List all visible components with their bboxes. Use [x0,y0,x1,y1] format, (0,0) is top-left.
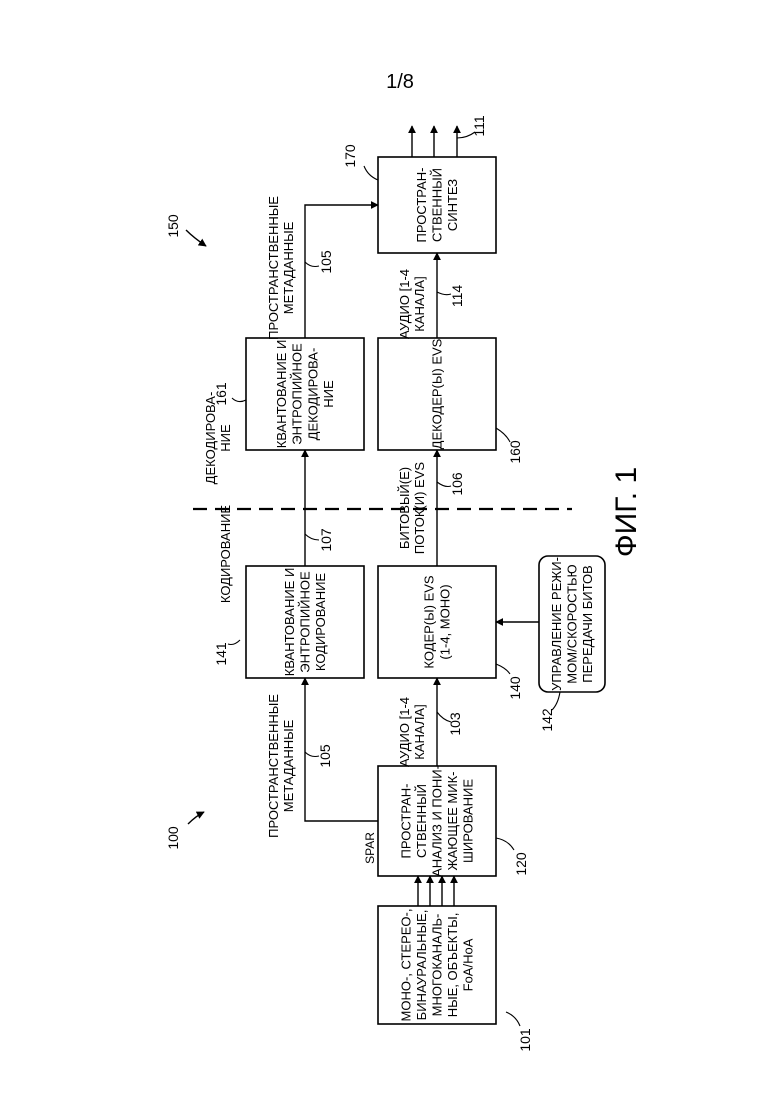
s105b-line-2: МЕТАДАННЫЕ [281,221,296,314]
leader-141 [228,640,240,645]
signal-114-label: АУДИО [1-4КАНАЛА] [397,269,427,339]
sec-dec-line-2: НИЕ [218,424,233,452]
b120-line-5: ШИРОВАНИЕ [461,779,476,863]
ref-141: 141 [213,642,229,666]
ref-105a: 105 [317,744,333,768]
leader-101 [506,1012,520,1026]
b140-line-1: КОДЕР(Ы) EVS [422,575,437,669]
b170-line-3: СИНТЕЗ [445,179,460,231]
signal-105a-label: ПРОСТРАНСТВЕННЫЕМЕТАДАННЫЕ [266,694,296,838]
leader-142 [552,692,560,710]
page-number: 1/8 [386,71,414,93]
ref-142: 142 [539,708,555,732]
leader-161 [232,398,246,402]
leader-170 [364,166,378,180]
signal-105b-label: ПРОСТРАНСТВЕННЫЕМЕТАДАННЫЕ [266,196,296,340]
b101-line-5: FoA/HoA [461,938,476,991]
s114-line-2: КАНАЛА] [412,276,427,331]
ref-161: 161 [213,382,229,406]
arrow-120-141-metadata [305,678,378,821]
b141-line-2: ЭНТРОПИЙНОЕ [298,571,313,673]
leader-140 [496,664,510,674]
b141-line-3: КОДИРОВАНИЕ [313,573,328,672]
leader-107 [305,534,319,540]
s103-line-2: КАНАЛА] [412,704,427,759]
ref-170: 170 [342,144,358,168]
s106-line-2: ПОТОК(И) EVS [412,462,427,554]
block-141-text: КВАНТОВАНИЕ ИЭНТРОПИЙНОЕКОДИРОВАНИЕ [282,568,328,677]
spar-label: SPAR [363,832,377,864]
b140-line-2: (1-4, МОНО) [437,584,452,659]
block-160-text: ДЕКОДЕР(Ы) EVS [430,338,445,449]
b141-line-1: КВАНТОВАНИЕ И [282,568,297,677]
ref-140: 140 [507,676,523,700]
system-100-pointer [188,812,204,824]
b120-line-1: ПРОСТРАН- [399,784,414,859]
b142-line-1: УПРАВЛЕНИЕ РЕЖИ- [549,557,564,691]
s105a-line-1: ПРОСТРАНСТВЕННЫЕ [266,694,281,838]
b142-line-3: ПЕРЕДАЧИ БИТОВ [580,565,595,682]
ref-100: 100 [165,826,181,850]
b161-line-2: ЭНТРОПИЙНОЕ [290,343,305,445]
b160-line-1: ДЕКОДЕР(Ы) EVS [430,338,445,449]
arrow-161-170-metadata [305,205,378,338]
b120-line-3: АНАЛИЗ И ПОНИ- [430,765,445,877]
leader-120 [496,838,514,850]
figure-label: ФИГ. 1 [610,467,643,557]
b120-line-2: СТВЕННЫЙ [414,784,429,858]
s103-line-1: АУДИО [1-4 [397,697,412,767]
b142-line-2: МОМ/СКОРОСТЬЮ [565,564,580,683]
leader-105b [305,262,319,267]
b101-line-1: МОНО-, СТЕРЕО-, [399,909,414,1022]
ref-120: 120 [513,852,529,876]
ref-150: 150 [165,214,181,238]
block-142-text: УПРАВЛЕНИЕ РЕЖИ-МОМ/СКОРОСТЬЮПЕРЕДАЧИ БИ… [549,557,595,691]
b161-line-3: ДЕКОДИРОВА- [305,348,320,441]
s114-line-1: АУДИО [1-4 [397,269,412,339]
block-140-text: КОДЕР(Ы) EVS(1-4, МОНО) [422,575,453,669]
section-encoding-label: КОДИРОВАНИЕ [218,505,233,604]
s105a-line-2: МЕТАДАННЫЕ [281,719,296,812]
b120-line-4: ЖАЮЩЕЕ МИК- [445,771,460,870]
ref-114: 114 [449,285,465,308]
ref-106: 106 [449,472,465,496]
b101-line-3: МНОГОКАНАЛЬ- [430,914,445,1017]
b161-line-1: КВАНТОВАНИЕ И [274,340,289,449]
b101-line-2: БИНАУРАЛЬНЫЕ, [414,910,429,1021]
s106-line-1: БИТОВЫЙ(Е) [397,467,412,549]
b170-line-1: ПРОСТРАН- [414,168,429,243]
signal-103-label: АУДИО [1-4КАНАЛА] [397,697,427,767]
ref-160: 160 [507,440,523,464]
signal-106-label: БИТОВЫЙ(Е)ПОТОК(И) EVS [397,462,427,554]
b161-line-4: НИЕ [321,380,336,408]
system-150-pointer [186,230,206,246]
b101-line-4: НЫЕ, ОБЪЕКТЫ, [445,913,460,1018]
s105b-line-1: ПРОСТРАНСТВЕННЫЕ [266,196,281,340]
ref-111: 111 [471,115,487,136]
ref-101: 101 [517,1028,533,1052]
ref-107: 107 [318,528,334,552]
ref-105b: 105 [318,250,334,274]
ref-103: 103 [447,712,463,736]
leader-160 [496,428,510,442]
b170-line-2: СТВЕННЫЙ [430,168,445,242]
